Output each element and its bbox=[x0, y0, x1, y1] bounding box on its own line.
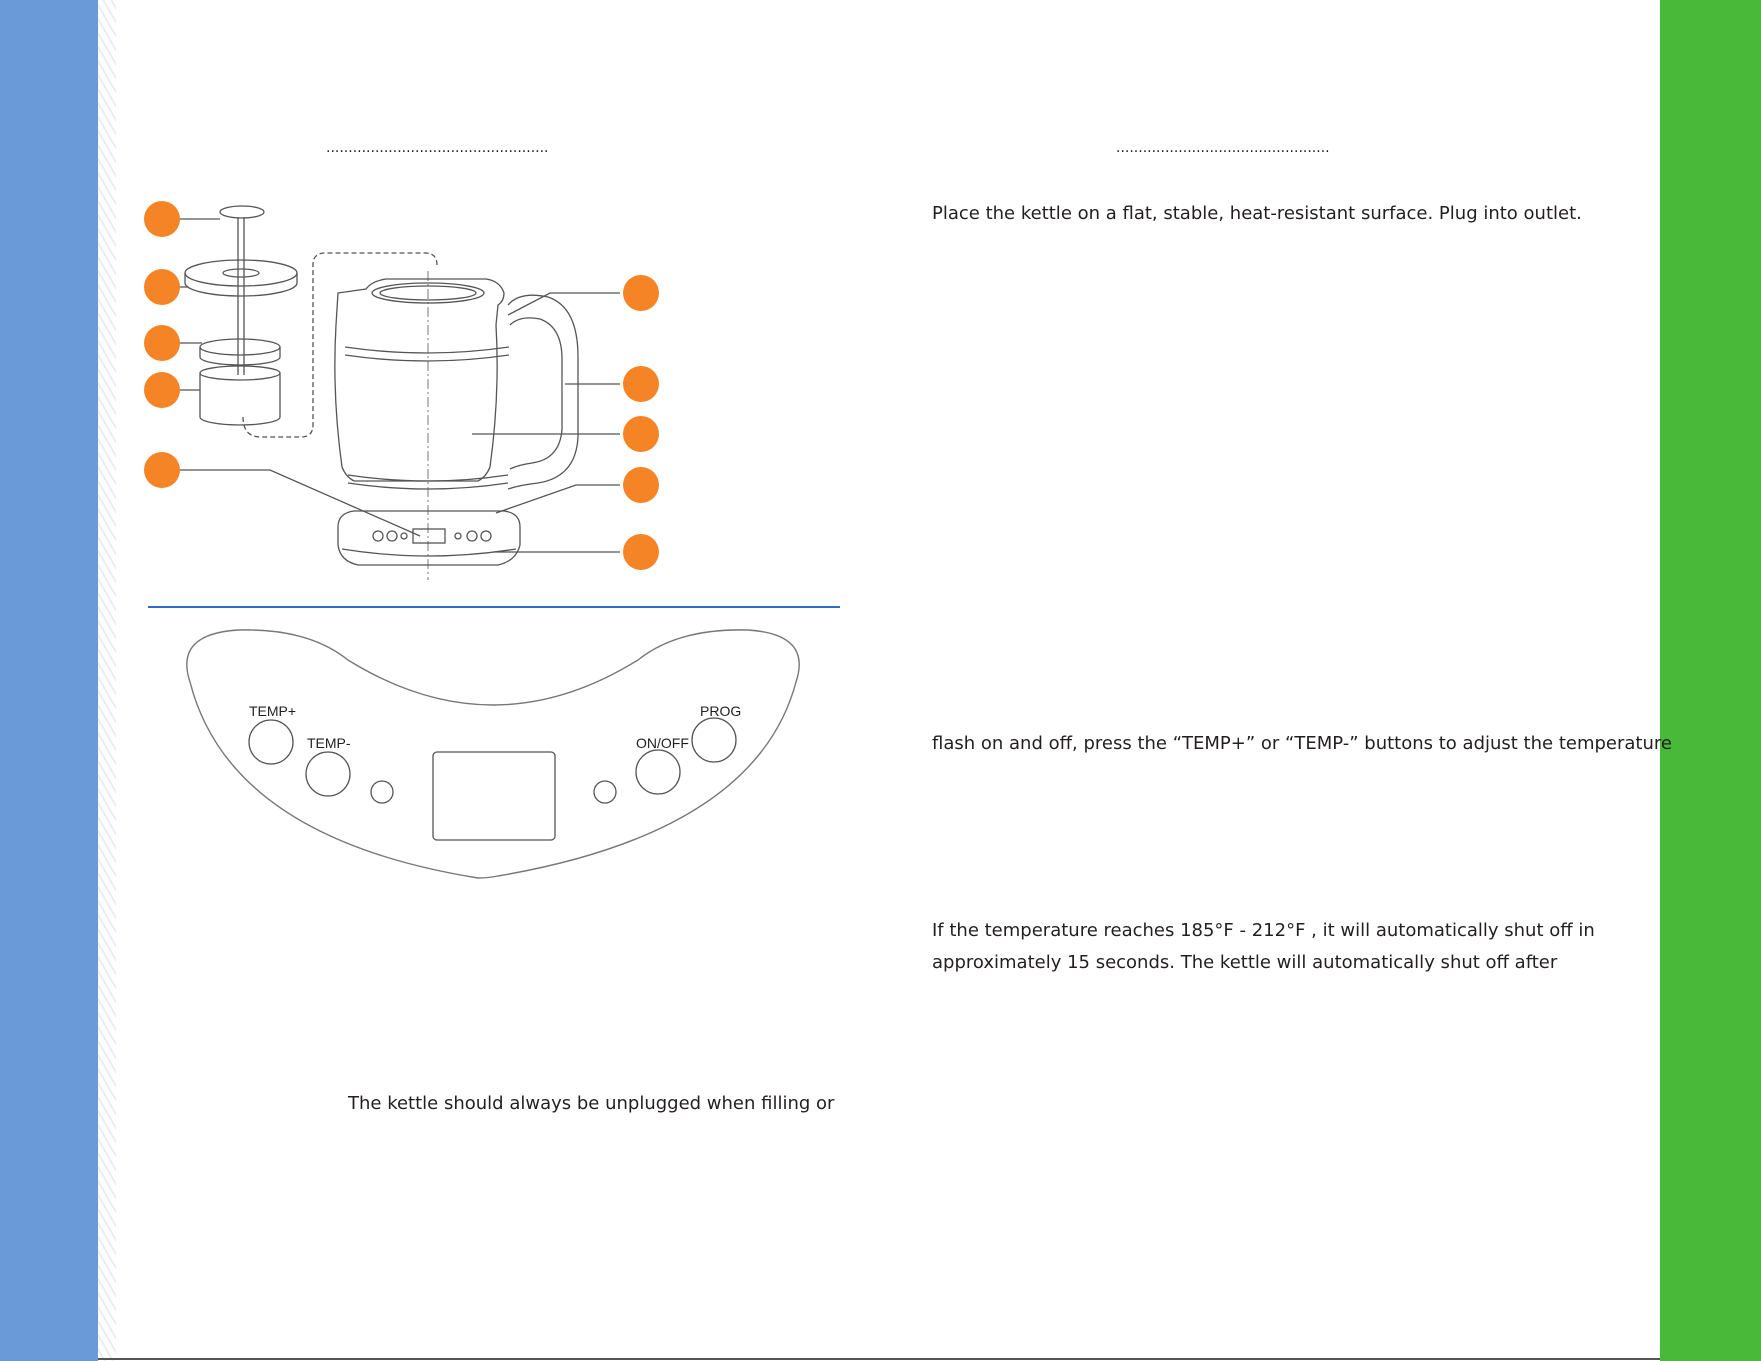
callout-marker-1 bbox=[144, 201, 180, 237]
infuser-filter bbox=[199, 338, 281, 356]
right-zigzag-edge bbox=[1661, 0, 1670, 1361]
right-color-bar bbox=[1660, 0, 1761, 1361]
callout-marker-2 bbox=[144, 269, 180, 305]
callout-marker-4 bbox=[144, 372, 180, 408]
kettle-base bbox=[337, 510, 521, 566]
left-indicator-light bbox=[370, 780, 394, 804]
control-panel-diagram: TEMP+ TEMP- ON/OFF PROG bbox=[186, 629, 800, 879]
callout-marker-8 bbox=[623, 416, 659, 452]
section-divider bbox=[148, 606, 840, 608]
callout-marker-7 bbox=[623, 366, 659, 402]
on-off-button bbox=[635, 749, 681, 795]
callout-marker-10 bbox=[623, 534, 659, 570]
step-place-kettle: Place the kettle on a flat, stable, heat… bbox=[932, 203, 1582, 224]
step-auto-shutoff-line2: approximately 15 seconds. The kettle wil… bbox=[932, 952, 1558, 973]
kettle-body bbox=[334, 278, 505, 482]
step-adjust-temperature: flash on and off, press the “TEMP+” or “… bbox=[932, 733, 1672, 754]
left-section-rule: ........................................… bbox=[326, 140, 549, 156]
right-indicator-light bbox=[593, 780, 617, 804]
display-window bbox=[432, 751, 556, 841]
kettle-parts-diagram bbox=[144, 201, 659, 580]
unplug-note: The kettle should always be unplugged wh… bbox=[348, 1093, 835, 1114]
on-off-label: ON/OFF bbox=[636, 735, 689, 751]
temp-minus-label: TEMP- bbox=[307, 735, 351, 751]
callout-marker-9 bbox=[623, 467, 659, 503]
temp-plus-button bbox=[248, 719, 294, 765]
panel-outline bbox=[186, 629, 800, 879]
step-auto-shutoff-line1: If the temperature reaches 185°F - 212°F… bbox=[932, 920, 1595, 941]
left-color-bar bbox=[0, 0, 98, 1361]
callout-marker-5 bbox=[144, 452, 180, 488]
temp-minus-button bbox=[305, 751, 351, 797]
kettle-handle bbox=[507, 294, 579, 490]
prog-label: PROG bbox=[700, 703, 741, 719]
infuser-basket bbox=[199, 373, 281, 426]
callout-marker-3 bbox=[144, 325, 180, 361]
plunger-knob bbox=[219, 205, 265, 219]
right-section-rule: ........................................… bbox=[1116, 140, 1330, 156]
prog-button bbox=[691, 717, 737, 763]
infuser-lid bbox=[184, 259, 298, 287]
bottom-rule bbox=[98, 1358, 1660, 1360]
left-hatch-strip bbox=[98, 0, 116, 1361]
temp-plus-label: TEMP+ bbox=[249, 703, 296, 719]
callout-marker-6 bbox=[623, 275, 659, 311]
